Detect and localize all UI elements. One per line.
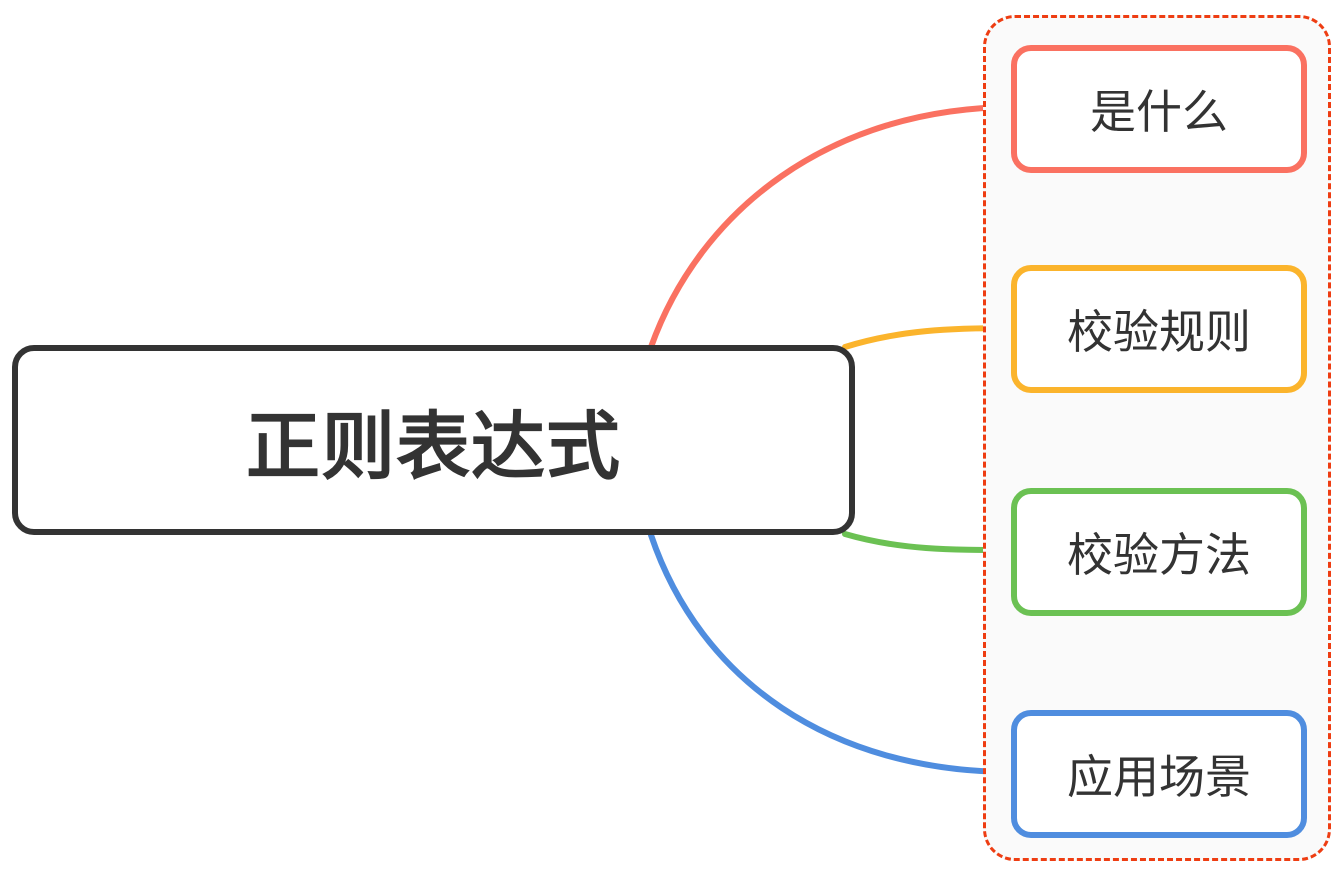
root-node-label: 正则表达式 [246,403,621,490]
connector-what [648,104,1016,350]
branch-node-label: 校验方法 [1067,528,1251,582]
branch-node-label: 校验规则 [1067,305,1251,359]
branch-node-label: 是什么 [1090,85,1228,139]
branch-node-methods[interactable]: 校验方法 [1011,488,1307,616]
branch-node-scenes[interactable]: 应用场景 [1011,710,1307,838]
connector-scenes [648,532,1016,775]
branch-node-rules[interactable]: 校验规则 [1011,265,1307,393]
root-node[interactable]: 正则表达式 [12,345,855,535]
branch-node-label: 应用场景 [1067,750,1251,804]
branch-node-what[interactable]: 是什么 [1011,45,1307,173]
